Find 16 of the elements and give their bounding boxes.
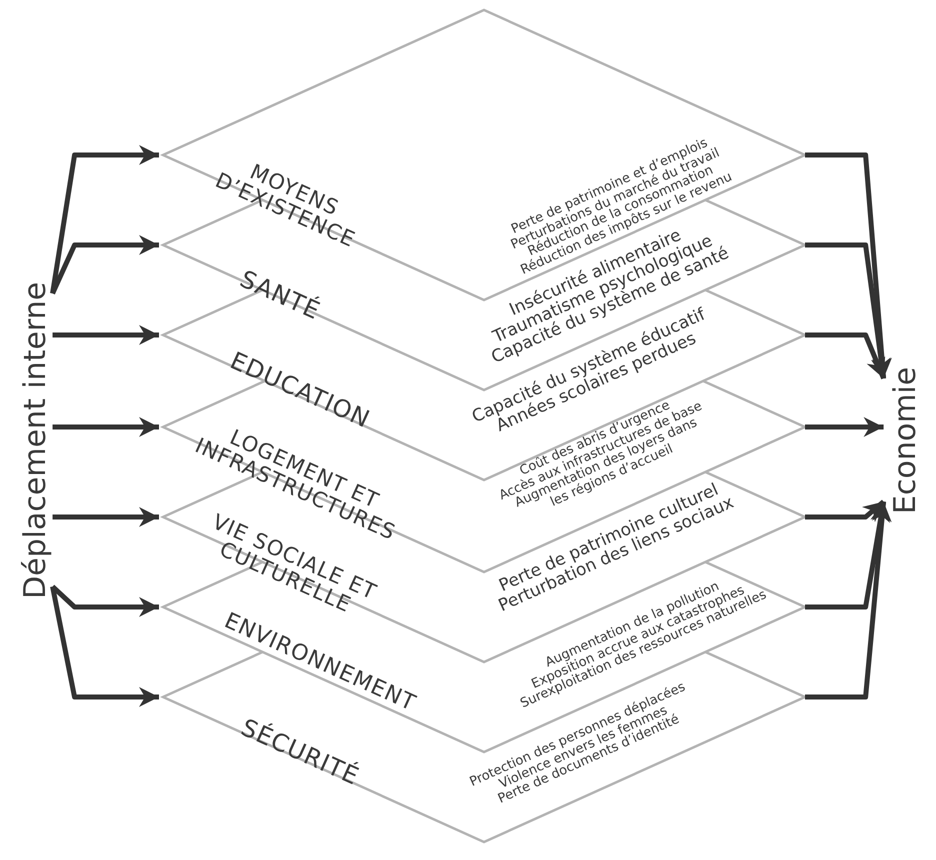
side-label: Economie bbox=[888, 366, 923, 514]
arrow bbox=[50, 586, 159, 707]
side-label: Déplacement interne bbox=[18, 281, 53, 599]
arrow bbox=[805, 501, 890, 610]
arrow bbox=[52, 417, 159, 437]
arrow bbox=[52, 507, 159, 527]
arrow bbox=[805, 332, 886, 380]
arrow bbox=[805, 417, 884, 437]
arrow bbox=[805, 152, 892, 379]
arrow bbox=[805, 501, 892, 700]
arrow bbox=[805, 242, 891, 379]
arrow bbox=[50, 584, 159, 617]
arrow bbox=[50, 235, 159, 294]
arrow bbox=[50, 145, 159, 294]
arrow bbox=[805, 500, 886, 522]
arrow bbox=[52, 325, 159, 345]
